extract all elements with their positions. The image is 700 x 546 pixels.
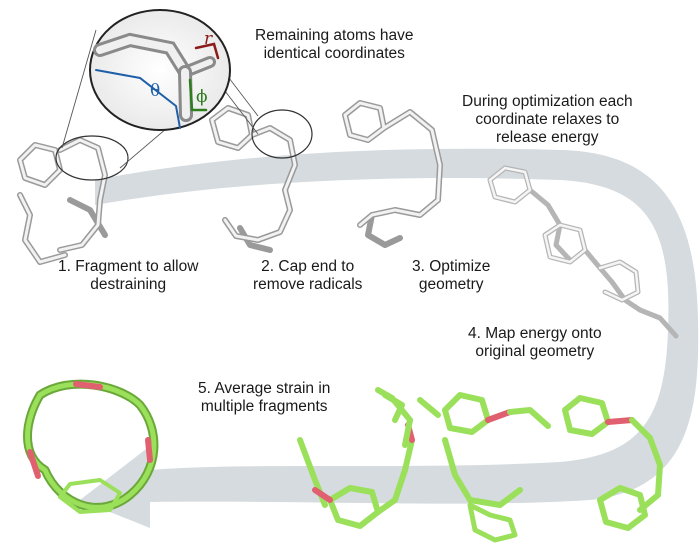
strain-ring-full (23, 379, 159, 514)
molecule-fragment-2 (209, 105, 313, 253)
strain-fragment-c (562, 395, 663, 531)
strain-fragment-b (442, 392, 551, 543)
zoom-lens: r θ ϕ (89, 9, 231, 131)
step-2-label: 2. Cap end to remove radicals (253, 258, 363, 293)
molecule-fragment-1 (17, 135, 129, 265)
strain-fragment-d (375, 387, 441, 448)
dihedral-label: ϕ (196, 87, 208, 107)
selection-circle-1 (55, 135, 129, 181)
step-3-label: 3. Optimize geometry (412, 258, 491, 293)
step-5-label: 5. Average strain in multiple fragments (198, 380, 331, 415)
selection-circle-2 (251, 109, 313, 159)
molecule-fragment-3 (342, 100, 443, 248)
bond-angle-label: θ (150, 81, 160, 101)
molecule-unrolled-chain (487, 165, 679, 339)
optimization-note: During optimization each coordinate rela… (462, 93, 633, 146)
step-1-label: 1. Fragment to allow destraining (58, 258, 199, 293)
callout-text: Remaining atoms have identical coordinat… (255, 27, 414, 62)
step-4-label: 4. Map energy onto original geometry (468, 325, 602, 360)
bond-length-label: r (204, 29, 213, 49)
flow-arrow (80, 148, 699, 528)
